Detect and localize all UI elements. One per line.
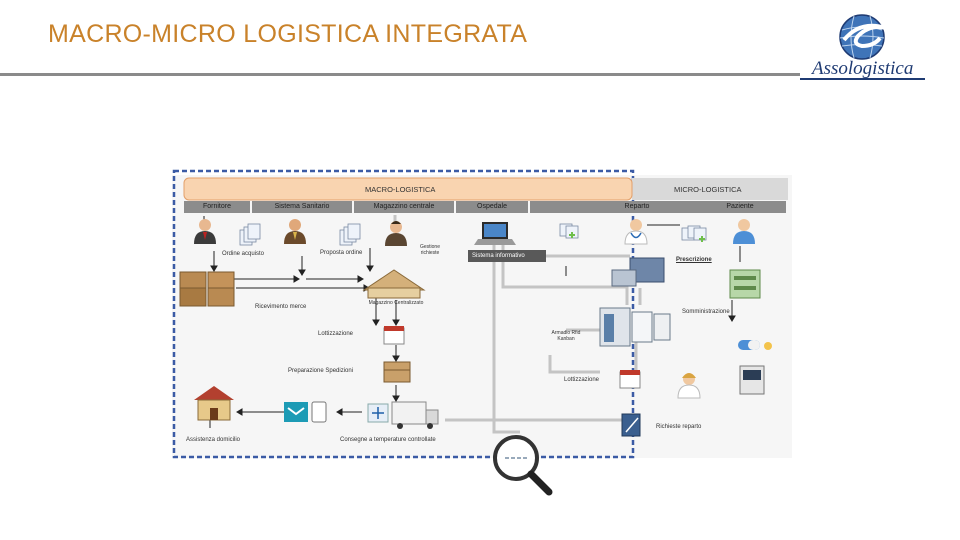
pharmacy-shelf-icon bbox=[729, 269, 761, 299]
label-somministrazione: Somministrazione bbox=[682, 309, 730, 315]
magnifier-icon bbox=[493, 435, 553, 496]
header-paziente: Paziente bbox=[694, 201, 786, 213]
label-ricevimento-merce: Ricevimento merce bbox=[255, 304, 307, 310]
label-consegne-temperature: Consegne a temperature controllate bbox=[340, 437, 436, 443]
macro-logistica-label: MACRO-LOGISTICA bbox=[365, 185, 436, 194]
micro-bar bbox=[632, 178, 788, 200]
header-sistema-sanitario: Sistema Sanitario bbox=[252, 201, 352, 213]
diagram-background bbox=[172, 175, 792, 458]
snowflake-icon bbox=[367, 403, 389, 423]
label-magazzino-centralizzato: Magazzino Centralizzato bbox=[368, 300, 424, 306]
person-icons bbox=[194, 219, 755, 399]
sistema-informativo-bar bbox=[468, 250, 546, 262]
label-proposta-ordine: Proposta ordine bbox=[320, 250, 363, 256]
warehouse-icon bbox=[362, 269, 426, 299]
header-ospedale: Ospedale bbox=[456, 201, 528, 213]
header-reparto: Reparto bbox=[530, 201, 744, 213]
medical-monitor-icon bbox=[739, 365, 765, 395]
label-sistema-informativo: Sistema informativo bbox=[472, 253, 525, 259]
logo-text: Assologistica bbox=[812, 58, 914, 79]
pills-icon bbox=[738, 340, 772, 350]
logo-underline bbox=[800, 78, 925, 80]
micro-logistica-label: MICRO-LOGISTICA bbox=[674, 185, 742, 194]
label-ordine-acquisto: Ordine acquisto bbox=[222, 251, 265, 257]
title-divider bbox=[0, 73, 800, 76]
handover-icon bbox=[284, 402, 308, 422]
calendar-icons bbox=[383, 326, 641, 389]
label-lottizzazione-2: Lottizzazione bbox=[564, 377, 600, 383]
prescription-screen-icon bbox=[611, 257, 665, 287]
tablet-icon bbox=[621, 413, 641, 437]
truck-icon bbox=[391, 401, 439, 429]
label-prescrizione: Prescrizione bbox=[676, 257, 712, 263]
macro-bar bbox=[183, 177, 633, 201]
label-lottizzazione-1: Lottizzazione bbox=[318, 331, 354, 337]
house-icon bbox=[194, 386, 234, 421]
label-preparazione-spedizioni: Preparazione Spedizioni bbox=[288, 368, 354, 374]
label-assistenza-domicilio: Assistenza domicilio bbox=[186, 437, 241, 443]
label-armadio-rfid: Armadio Rfid Kanban bbox=[551, 330, 581, 342]
plus-icons bbox=[569, 232, 705, 242]
label-richieste-reparto: Richieste reparto bbox=[656, 424, 702, 430]
label-gestione-richieste: Gestione richieste bbox=[419, 244, 440, 256]
laptop-icon bbox=[474, 222, 516, 245]
assologistica-logo bbox=[800, 10, 940, 88]
page-title: MACRO-MICRO LOGISTICA INTEGRATA bbox=[48, 20, 528, 48]
rfid-cabinet-icon bbox=[599, 307, 671, 347]
header-magazzino-centrale: Magazzino centrale bbox=[354, 201, 454, 213]
gas-cylinder-icon bbox=[311, 401, 327, 423]
globe-icon bbox=[839, 14, 887, 60]
box-icons bbox=[179, 271, 235, 307]
header-fornitore: Fornitore bbox=[184, 201, 250, 213]
parcel-icon bbox=[383, 361, 411, 383]
